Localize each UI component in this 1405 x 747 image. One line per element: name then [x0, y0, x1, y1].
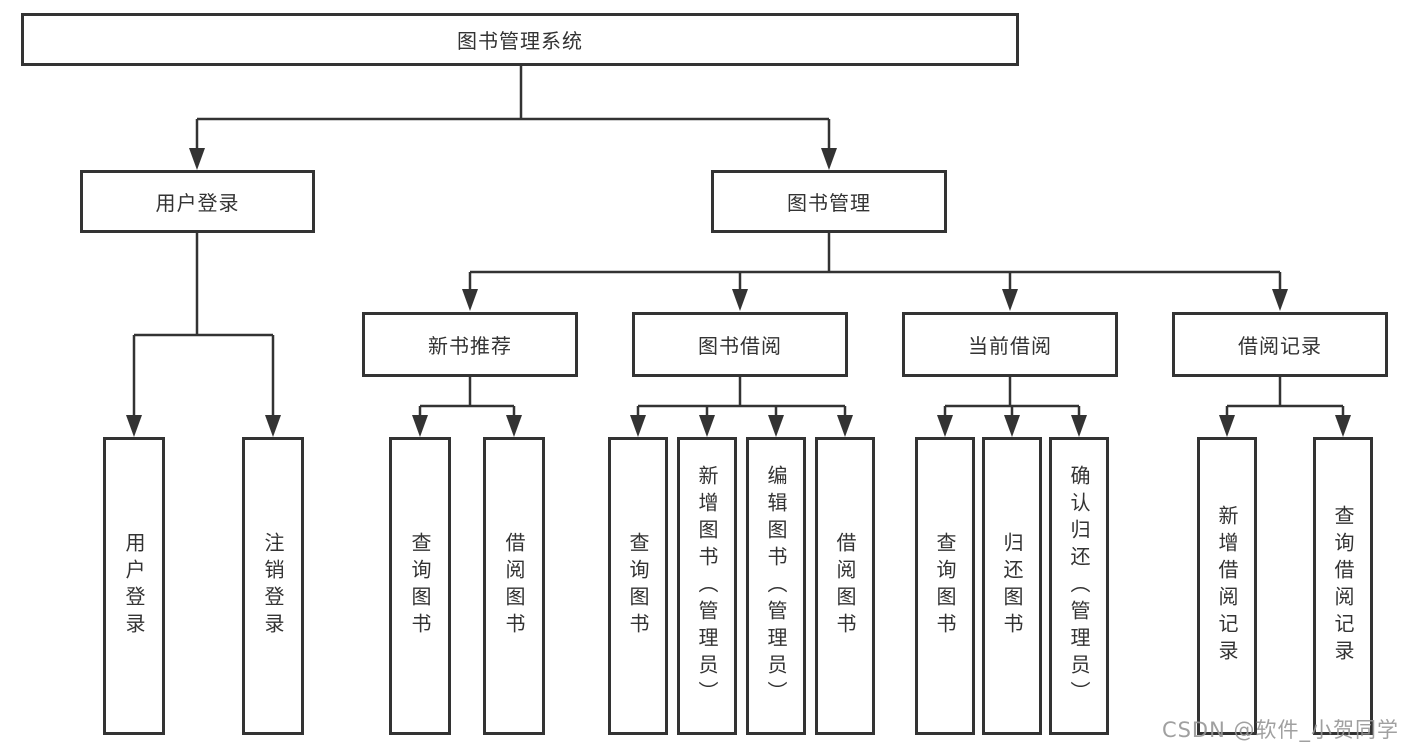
leaf-add-borrow-record: 新增借阅记录: [1197, 437, 1257, 735]
node-label: 图书管理: [787, 191, 871, 215]
leaf-query-borrow-record: 查询借阅记录: [1313, 437, 1373, 735]
node-label: 当前借阅: [968, 334, 1052, 358]
node-label: 借阅记录: [1238, 334, 1322, 358]
leaf-query-books-recommend: 查询图书: [389, 437, 451, 735]
arrowhead-icons: [126, 148, 1351, 437]
node-label: 图书管理系统: [457, 29, 583, 53]
node-label: 新书推荐: [428, 334, 512, 358]
leaf-label: 借阅图书: [833, 532, 857, 640]
leaf-logout: 注销登录: [242, 437, 304, 735]
leaf-label: 编辑图书（管理员）: [764, 464, 788, 708]
node-book-borrow: 图书借阅: [632, 312, 848, 377]
leaf-label: 查询图书: [933, 532, 957, 640]
leaf-query-books-current: 查询图书: [915, 437, 975, 735]
node-system-root: 图书管理系统: [21, 13, 1019, 66]
leaf-label: 确认归还（管理员）: [1067, 464, 1091, 708]
leaf-user-login: 用户登录: [103, 437, 165, 735]
leaf-borrow-books-recommend: 借阅图书: [483, 437, 545, 735]
leaf-label: 查询图书: [408, 532, 432, 640]
leaf-label: 新增借阅记录: [1215, 505, 1239, 667]
leaf-label: 查询图书: [626, 532, 650, 640]
node-new-book-recommend: 新书推荐: [362, 312, 578, 377]
node-label: 用户登录: [155, 191, 240, 215]
leaf-label: 归还图书: [1000, 532, 1024, 640]
leaf-label: 用户登录: [122, 532, 146, 640]
node-current-borrow: 当前借阅: [902, 312, 1118, 377]
leaf-return-books: 归还图书: [982, 437, 1042, 735]
csdn-watermark: CSDN @软件_小贺同学: [1161, 718, 1399, 742]
node-user-login: 用户登录: [80, 170, 315, 233]
leaf-query-books-borrow: 查询图书: [608, 437, 668, 735]
leaf-add-books-admin: 新增图书（管理员）: [677, 437, 737, 735]
node-borrow-records: 借阅记录: [1172, 312, 1388, 377]
leaf-label: 借阅图书: [502, 532, 526, 640]
leaf-edit-books-admin: 编辑图书（管理员）: [746, 437, 806, 735]
leaf-label: 注销登录: [261, 532, 285, 640]
node-book-management: 图书管理: [711, 170, 947, 233]
leaf-confirm-return-admin: 确认归还（管理员）: [1049, 437, 1109, 735]
leaf-borrow-books: 借阅图书: [815, 437, 875, 735]
node-label: 图书借阅: [698, 334, 782, 358]
leaf-label: 新增图书（管理员）: [695, 464, 719, 708]
leaf-label: 查询借阅记录: [1331, 505, 1355, 667]
